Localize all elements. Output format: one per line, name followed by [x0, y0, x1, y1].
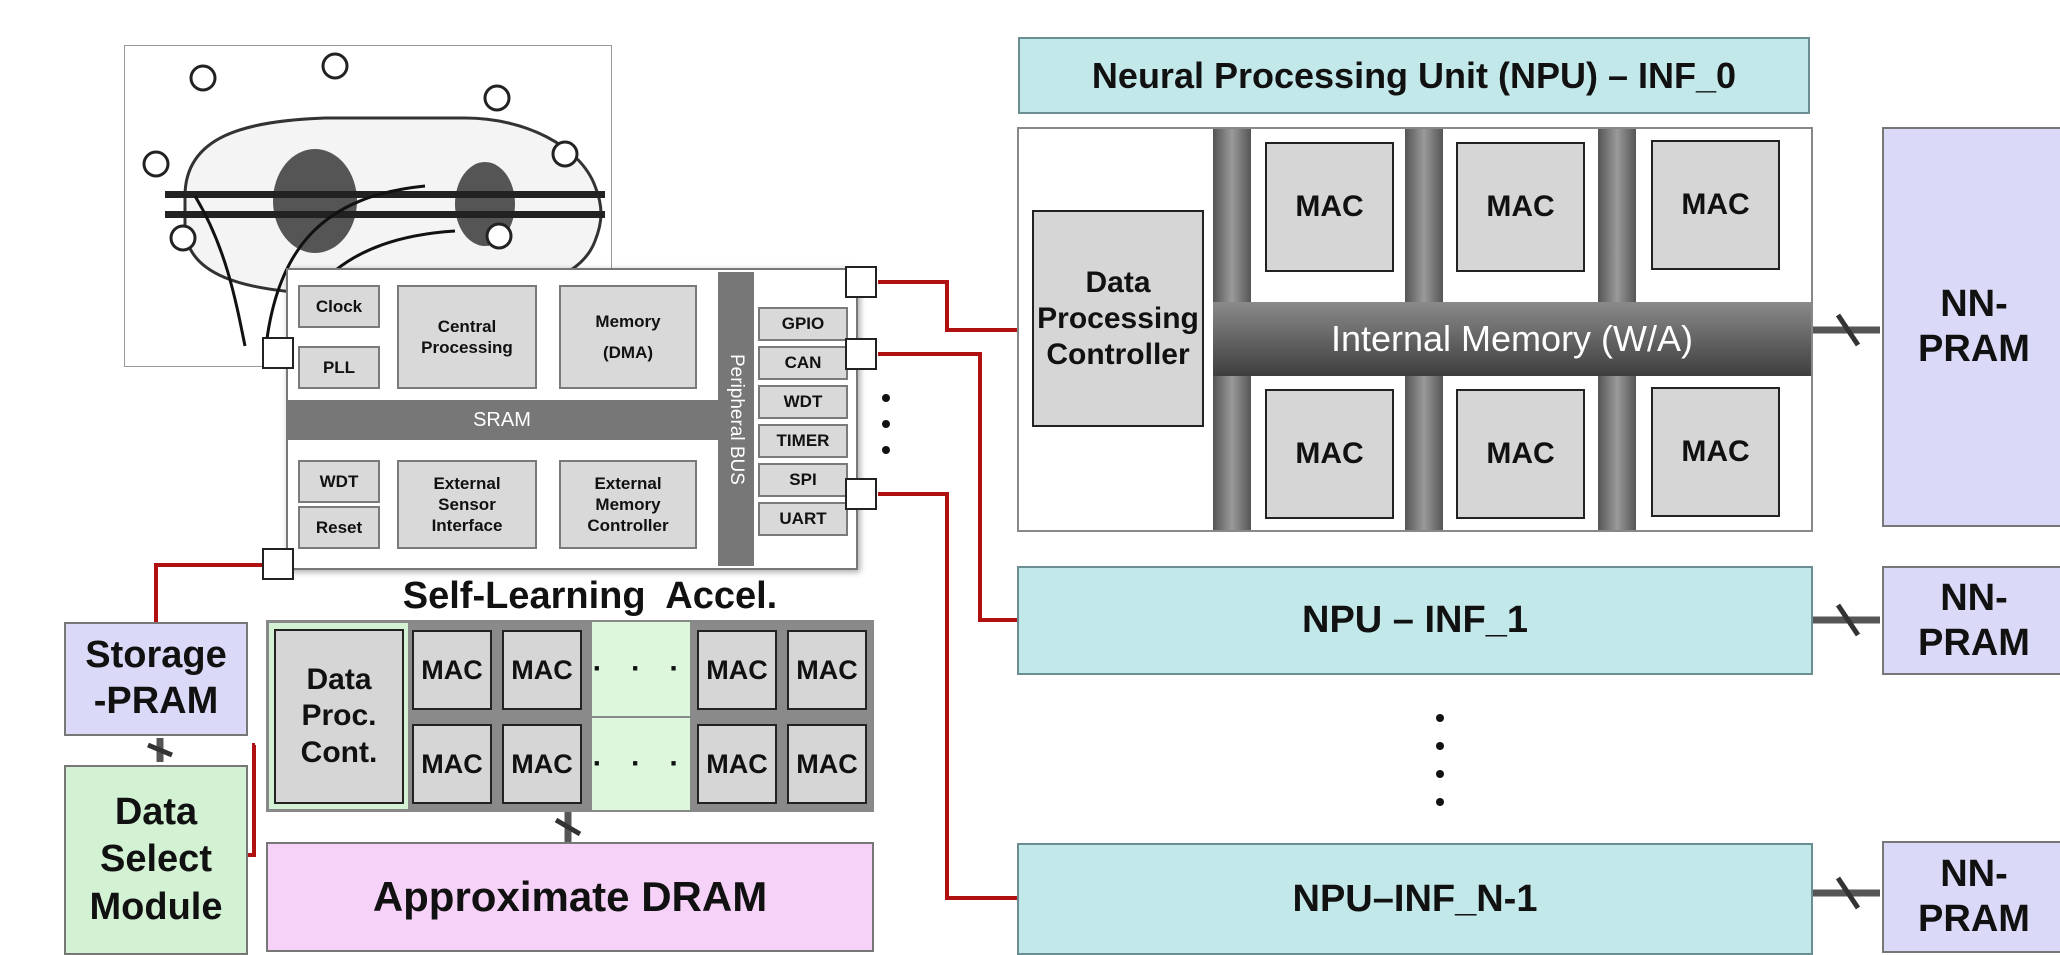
memory-dma-sublabel: (DMA): [602, 343, 654, 362]
accel-mac-ellipsis: · · ·: [592, 622, 690, 716]
npu-mac-unit: MAC: [1456, 389, 1585, 519]
connector-port-2: [845, 338, 877, 370]
external-memory-controller-block: External Memory Controller: [559, 460, 697, 549]
peripheral-uart: UART: [758, 502, 848, 536]
nn-pram-n-1: NN-PRAM: [1882, 841, 2060, 953]
clock-block: Clock: [298, 285, 380, 328]
npu-mac-unit: MAC: [1651, 387, 1780, 517]
accel-mac-unit: MAC: [787, 630, 867, 710]
peripheral-more-dots: [876, 386, 896, 466]
peripheral-wdt: WDT: [758, 385, 848, 419]
npu-inf-1-block: NPU – INF_1: [1017, 566, 1813, 675]
npu-mac-unit: MAC: [1265, 142, 1394, 272]
npu-title: Neural Processing Unit (NPU) – INF_0: [1018, 37, 1810, 114]
nn-pram-0: NN-PRAM: [1882, 127, 2060, 527]
npu-mac-unit: MAC: [1456, 142, 1585, 272]
peripheral-bus: Peripheral BUS: [718, 272, 754, 566]
sram-bar: SRAM: [286, 400, 718, 440]
data-select-module-block: Data Select Module: [64, 765, 248, 955]
npu-mac-unit: MAC: [1265, 389, 1394, 519]
reset-block: Reset: [298, 506, 380, 549]
connector-port-5: [262, 548, 294, 580]
peripheral-bus-label: Peripheral BUS: [726, 353, 747, 485]
external-sensor-interface-block: External Sensor Interface: [397, 460, 537, 549]
peripheral-can: CAN: [758, 346, 848, 380]
accel-mac-unit: MAC: [502, 630, 582, 710]
accel-mac-unit: MAC: [412, 630, 492, 710]
approximate-dram-block: Approximate DRAM: [266, 842, 874, 952]
self-learning-data-proc-cont: Data Proc. Cont.: [274, 629, 404, 804]
accel-mac-unit: MAC: [787, 724, 867, 804]
accel-mac-unit: MAC: [697, 630, 777, 710]
connector-port-1: [845, 266, 877, 298]
internal-memory-bar: Internal Memory (W/A): [1213, 302, 1811, 376]
wdt-block: WDT: [298, 460, 380, 503]
npu-more-dots: [1430, 708, 1450, 818]
npu-mac-unit: MAC: [1651, 140, 1780, 270]
storage-pram-block: Storage -PRAM: [64, 622, 248, 736]
accel-mac-unit: MAC: [697, 724, 777, 804]
npu-inf-n-1-block: NPU–INF_N-1: [1017, 843, 1813, 955]
connector-port-3: [845, 478, 877, 510]
peripheral-gpio: GPIO: [758, 307, 848, 341]
peripheral-spi: SPI: [758, 463, 848, 497]
memory-dma-label: Memory: [595, 311, 661, 331]
central-processing-block: Central Processing: [397, 285, 537, 389]
accel-mac-ellipsis: · · ·: [592, 718, 690, 810]
connector-port-4: [262, 337, 294, 369]
memory-dma-block: Memory (DMA): [559, 285, 697, 389]
accel-mac-unit: MAC: [412, 724, 492, 804]
pll-block: PLL: [298, 346, 380, 389]
accel-mac-unit: MAC: [502, 724, 582, 804]
self-learning-accel-title: Self-Learning Accel.: [402, 574, 778, 617]
peripheral-timer: TIMER: [758, 424, 848, 458]
data-processing-controller: Data Processing Controller: [1032, 210, 1204, 427]
nn-pram-1: NN-PRAM: [1882, 566, 2060, 675]
